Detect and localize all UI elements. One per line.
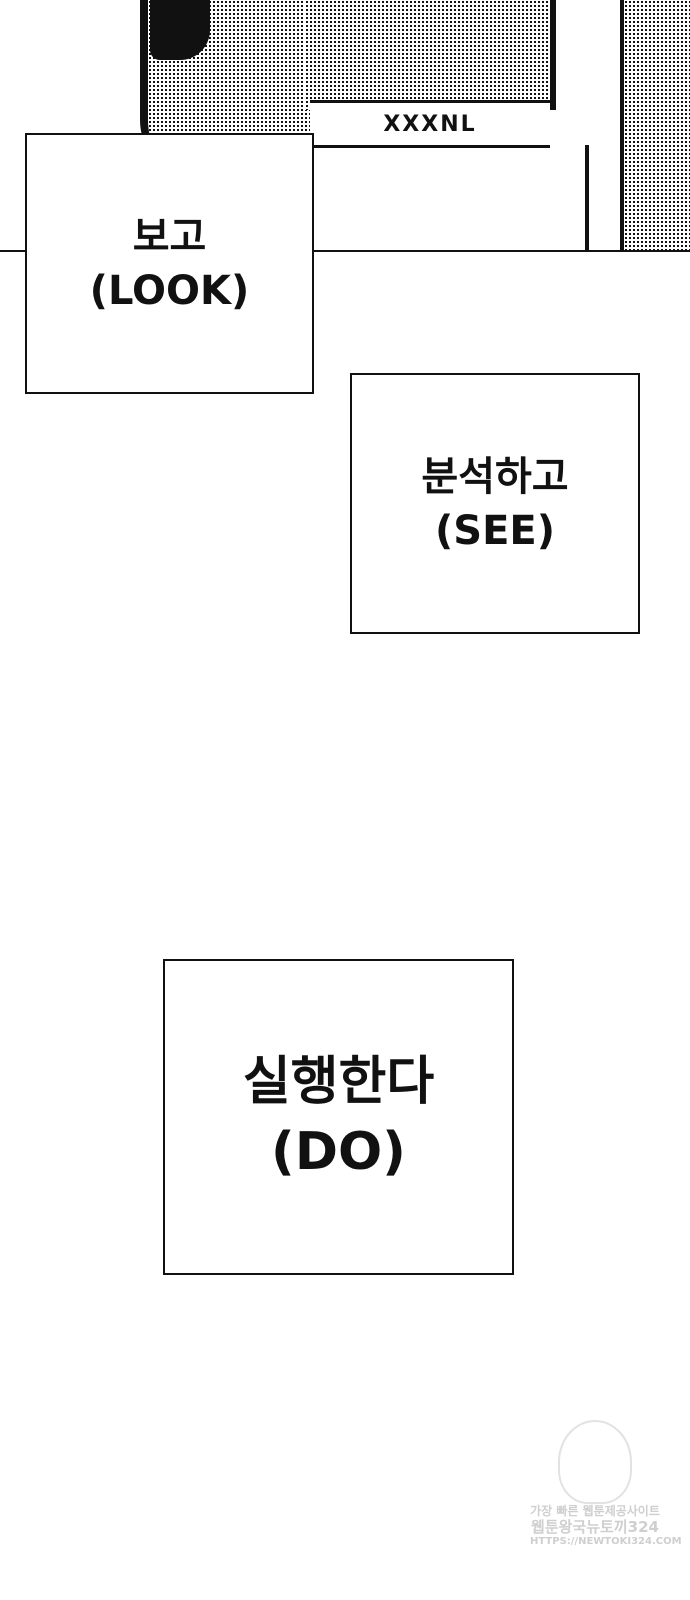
background-leg [620, 0, 690, 250]
watermark-line2: 웹툰왕국뉴토끼324 [531, 1518, 659, 1537]
figure-torso [305, 0, 556, 110]
caption-text-korean: 보고 [132, 213, 207, 260]
watermark: 가장 빠른 웹툰제공사이트 웹툰왕국뉴토끼324 HTTPS://NEWTOKI… [530, 1420, 682, 1595]
caption-box-look: 보고 (LOOK) [25, 133, 314, 394]
caption-box-see: 분석하고 (SEE) [350, 373, 640, 634]
caption-text-korean: 분석하고 [421, 453, 569, 500]
arm-shadow [150, 0, 210, 60]
caption-box-do: 실행한다 (DO) [163, 959, 514, 1275]
caption-text-english: (DO) [271, 1122, 406, 1182]
waistband: XXXNL [310, 100, 550, 148]
caption-text-korean: 실행한다 [242, 1051, 435, 1112]
caption-text-english: (LOOK) [89, 267, 250, 314]
waistband-text: XXXNL [383, 111, 477, 137]
watermark-mascot-icon [558, 1420, 632, 1504]
caption-text-english: (SEE) [434, 507, 556, 554]
shorts [310, 145, 589, 250]
watermark-url: HTTPS://NEWTOKI324.COM [530, 1536, 682, 1548]
watermark-line1: 가장 빠른 웹툰제공사이트 [530, 1504, 660, 1518]
